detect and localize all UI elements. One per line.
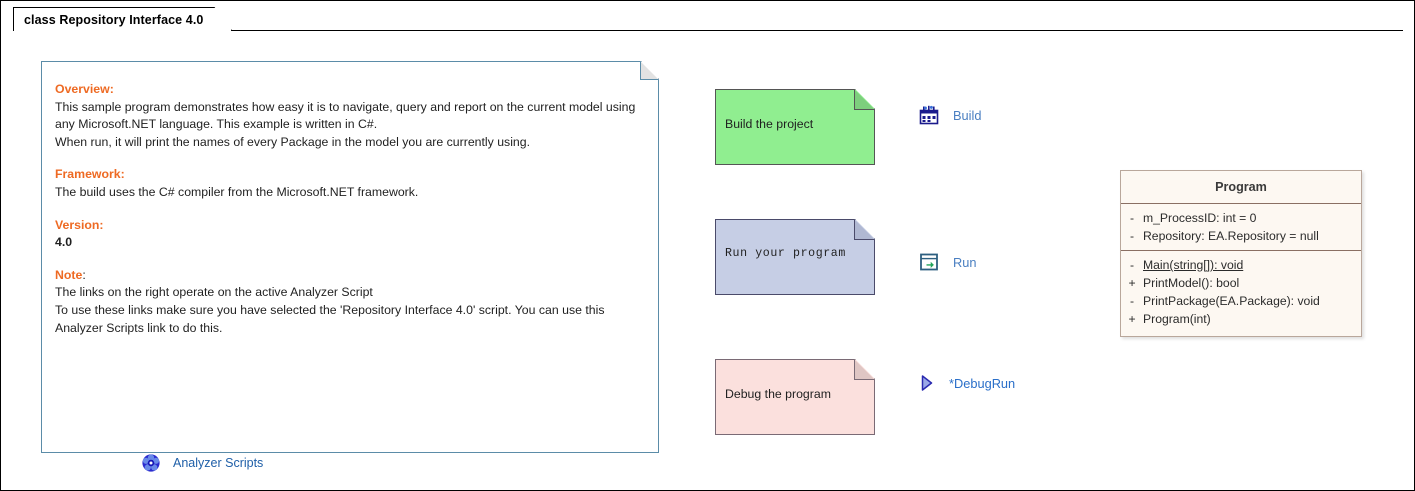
spacer xyxy=(55,151,645,166)
attribute-signature: m_ProcessID: int = 0 xyxy=(1143,211,1257,225)
overview-note[interactable]: Overview: This sample program demonstrat… xyxy=(41,61,659,472)
note-line-2: To use these links make sure you have se… xyxy=(55,302,605,317)
run-note-label: Run your program xyxy=(725,247,846,260)
analyzer-scripts-label: Analyzer Scripts xyxy=(173,456,264,470)
class-attribute-row: - m_ProcessID: int = 0 xyxy=(1121,209,1361,227)
build-note-body xyxy=(715,89,875,165)
debug-note-body xyxy=(715,359,875,435)
run-link-label: Run xyxy=(953,254,977,270)
diagram-title-tab[interactable]: class Repository Interface 4.0 xyxy=(13,7,232,31)
operation-visibility: - xyxy=(1129,294,1135,308)
spacer xyxy=(55,252,645,267)
run-link[interactable]: Run xyxy=(919,252,976,272)
framework-line-1: The build uses the C# compiler from the … xyxy=(55,184,419,199)
title-underline xyxy=(13,30,1403,31)
overview-note-body xyxy=(41,61,659,453)
operation-signature: PrintPackage(EA.Package): void xyxy=(1143,294,1320,308)
build-icon xyxy=(919,105,939,125)
operation-signature: PrintModel(): bool xyxy=(1143,276,1240,290)
build-link-label: Build xyxy=(953,107,982,123)
class-operations-compartment: - Main(string[]): void + PrintModel(): b… xyxy=(1121,251,1361,333)
class-operation-row: - PrintPackage(EA.Package): void xyxy=(1121,292,1361,310)
version-heading: Version: xyxy=(55,217,104,232)
class-operation-row: + PrintModel(): bool xyxy=(1121,274,1361,292)
run-icon xyxy=(919,252,939,272)
debug-run-link[interactable]: *DebugRun xyxy=(919,373,1015,393)
run-note[interactable]: Run your program xyxy=(715,219,875,295)
note-heading-colon: : xyxy=(82,267,86,282)
analyzer-scripts-link[interactable]: Analyzer Scripts xyxy=(141,453,263,473)
overview-line-3: When run, it will print the names of eve… xyxy=(55,134,531,149)
note-heading-word: Note xyxy=(55,267,83,282)
class-attributes-compartment: - m_ProcessID: int = 0 - Repository: EA.… xyxy=(1121,204,1361,251)
attribute-signature: Repository: EA.Repository = null xyxy=(1143,229,1319,243)
note-line-1: The links on the right operate on the ac… xyxy=(55,285,373,300)
debug-run-link-label: *DebugRun xyxy=(949,375,1016,391)
class-operation-row: - Main(string[]): void xyxy=(1121,256,1361,274)
debug-note-label: Debug the program xyxy=(725,387,831,401)
class-name: Program xyxy=(1215,180,1267,194)
analyzer-scripts-icon xyxy=(141,453,161,473)
debug-note[interactable]: Debug the program xyxy=(715,359,875,435)
operation-signature: Program(int) xyxy=(1143,312,1211,326)
build-note[interactable]: Build the project xyxy=(715,89,875,165)
attribute-visibility: - xyxy=(1129,211,1135,225)
framework-heading: Framework: xyxy=(55,167,125,182)
operation-visibility: - xyxy=(1129,258,1135,272)
note-line-3: Analyzer Scripts link to do this. xyxy=(55,320,223,335)
version-value: 4.0 xyxy=(55,235,73,250)
overview-note-content: Overview: This sample program demonstrat… xyxy=(55,81,645,337)
diagram-title-text: class Repository Interface 4.0 xyxy=(24,12,204,27)
overview-line-1: This sample program demonstrates how eas… xyxy=(55,99,636,114)
class-program[interactable]: Program - m_ProcessID: int = 0 - Reposit… xyxy=(1120,170,1362,337)
spacer xyxy=(55,202,645,217)
class-header: Program xyxy=(1121,171,1361,204)
build-link[interactable]: Build xyxy=(919,105,981,125)
class-attribute-row: - Repository: EA.Repository = null xyxy=(1121,227,1361,245)
class-operation-row: + Program(int) xyxy=(1121,310,1361,328)
overview-heading: Overview: xyxy=(55,82,114,96)
attribute-visibility: - xyxy=(1129,229,1135,243)
build-note-label: Build the project xyxy=(725,117,814,131)
overview-line-2: any Microsoft.NET language. This example… xyxy=(55,117,378,132)
debug-run-icon xyxy=(919,373,935,393)
note-heading: Note: xyxy=(55,267,645,285)
operation-visibility: + xyxy=(1128,312,1136,326)
run-note-body xyxy=(715,219,875,295)
operation-visibility: + xyxy=(1128,276,1136,290)
operation-signature: Main(string[]): void xyxy=(1143,258,1244,272)
